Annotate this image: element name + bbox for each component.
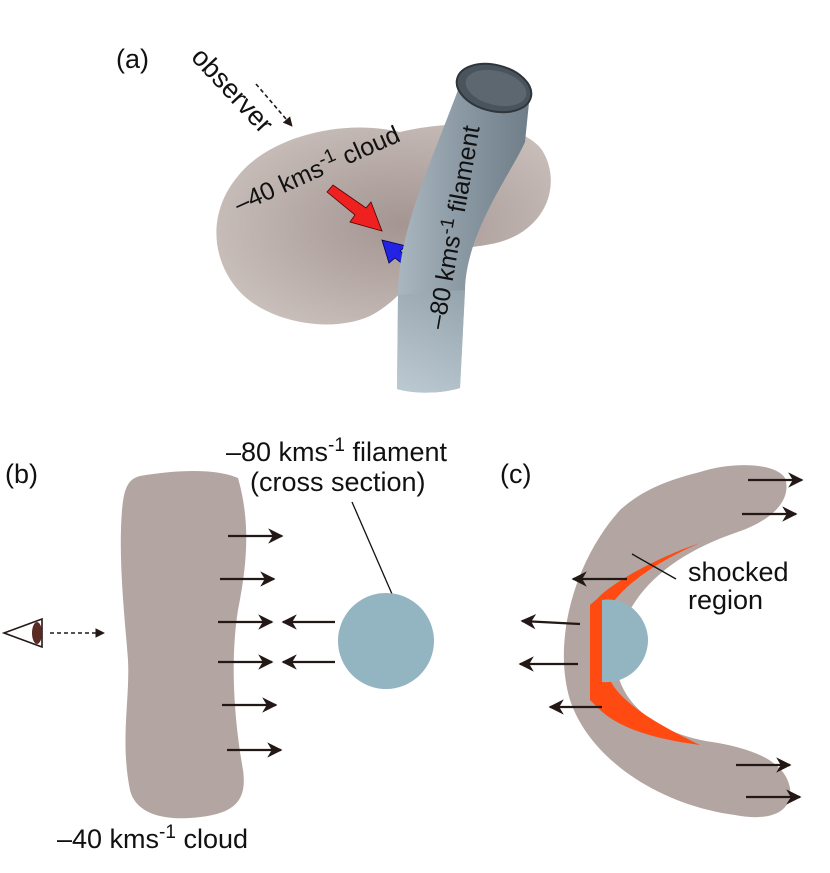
filament-tube-inner: [465, 69, 527, 107]
filament-tube-lower: [397, 290, 465, 393]
cloud-c: [563, 465, 791, 818]
panel-a-label: (a): [116, 44, 149, 74]
cloud-c-arrows: [518, 472, 804, 805]
cloud-b-label: –40 kms-1 cloud: [57, 822, 248, 854]
filament-b-arrows: [281, 614, 335, 670]
observer-label: observer: [186, 42, 280, 139]
shocked-label-line2: region: [688, 585, 763, 615]
c-arrow-left-2: [520, 614, 581, 630]
filament-c: [602, 599, 648, 683]
panel-c: (c) shocked region: [500, 459, 804, 818]
cloud-b-arrows: [218, 528, 284, 758]
filament-b-subtitle: (cross section): [250, 467, 426, 497]
panel-a: (a) observer –40 kms-1 cloud –80 kms-1 f…: [116, 42, 551, 393]
filament-cross-section: [338, 593, 434, 689]
panel-b: (b) –80 kms-1 filament (cross section) –…: [1, 435, 447, 854]
shocked-region: [590, 543, 700, 745]
shocked-label-line1: shocked: [688, 557, 789, 587]
red-arrow: [326, 184, 383, 232]
panel-c-label: (c): [500, 459, 531, 489]
eye-icon: [1, 617, 43, 649]
observer-direction-arrow: [255, 83, 293, 127]
filament-b-title: –80 kms-1 filament: [226, 435, 447, 467]
panel-b-label: (b): [5, 459, 38, 489]
filament-b-leader-line: [351, 501, 393, 595]
shocked-leader-line: [631, 553, 677, 580]
cloud-b: [120, 471, 247, 819]
